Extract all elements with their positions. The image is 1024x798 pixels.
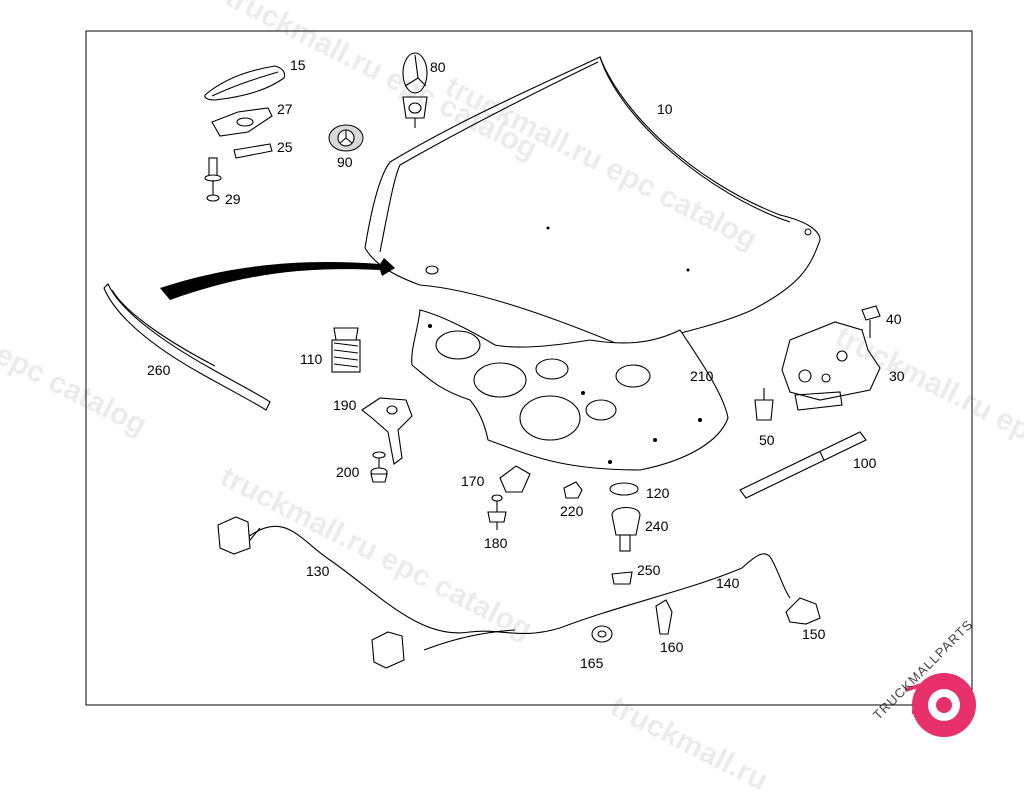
callout-130: 130 [306,563,330,579]
part-bolt-40[interactable] [861,305,881,338]
part-clip-170[interactable] [499,465,531,493]
callout-120: 120 [646,485,670,501]
part-grommet-250[interactable] [611,571,633,585]
callout-210: 210 [690,368,714,384]
callout-260: 260 [147,362,171,378]
part-inner-panel[interactable] [411,309,729,471]
part-star-emblem[interactable] [402,52,428,128]
part-release-cable[interactable] [247,525,791,651]
callout-170: 170 [461,473,485,489]
callout-250: 250 [637,562,661,578]
callout-40: 40 [886,311,902,327]
part-buffer-240[interactable] [611,506,641,552]
callout-50: 50 [759,432,775,448]
part-badge-emblem[interactable] [328,124,364,152]
callout-190: 190 [333,397,357,413]
truckmall-logo [904,673,976,737]
part-hood[interactable] [364,56,821,348]
callout-80: 80 [430,59,446,75]
callout-27: 27 [277,101,293,117]
part-screw-29[interactable] [204,157,222,202]
part-clip-165[interactable] [591,625,613,643]
part-release-handle[interactable] [217,516,405,669]
diagram-canvas: 10 15 27 25 29 80 90 40 30 50 100 210 26… [85,30,976,737]
callout-165: 165 [580,655,604,671]
part-gas-strut[interactable] [739,431,867,499]
callout-140: 140 [716,575,740,591]
callout-180: 180 [484,535,508,551]
part-catch-150[interactable] [785,597,821,625]
callout-30: 30 [889,368,905,384]
callout-10: 10 [657,101,673,117]
callout-160: 160 [660,639,684,655]
callout-150: 150 [802,626,826,642]
part-seal-strip[interactable] [103,283,271,411]
part-bolt-200[interactable] [370,451,388,483]
part-ring-120[interactable] [609,482,639,496]
callout-220: 220 [560,503,584,519]
callout-200: 200 [336,464,360,480]
callout-90: 90 [337,154,353,170]
callout-25: 25 [277,139,293,155]
part-screw-50[interactable] [754,388,774,421]
part-bracket-160[interactable] [655,599,673,635]
part-bracket-27[interactable] [211,107,273,137]
callout-29: 29 [225,191,241,207]
part-bolt-180[interactable] [487,494,507,530]
part-clip-220[interactable] [563,481,583,499]
callout-110: 110 [300,351,323,367]
part-emblem-trim[interactable] [204,65,286,101]
part-spring-110[interactable] [331,327,361,373]
callout-240: 240 [645,518,669,534]
callout-100: 100 [853,455,877,471]
part-hinge-190[interactable] [361,397,413,465]
callout-15: 15 [290,57,306,73]
direction-arrow [160,258,395,300]
part-lock-30[interactable] [781,321,881,411]
part-clip-25[interactable] [233,143,273,159]
diagram-frame [85,30,973,706]
